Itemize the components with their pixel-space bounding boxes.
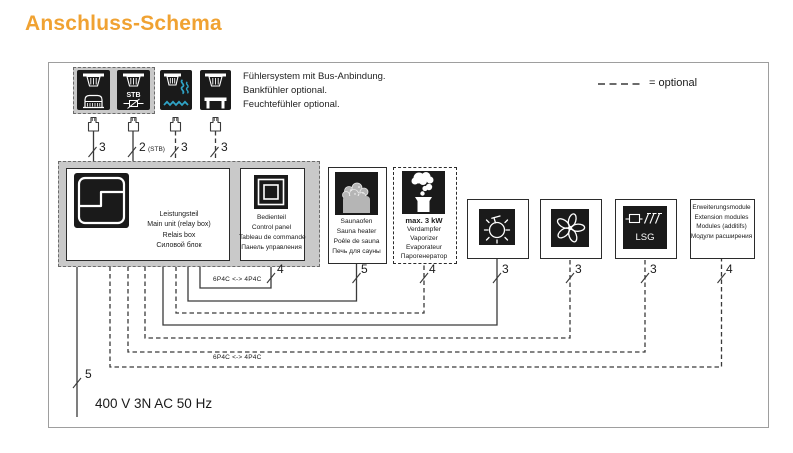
label-de: Bedienteil (257, 214, 286, 221)
label-fr: Modules (additifs) (696, 223, 747, 231)
plug-icon (127, 116, 139, 132)
legend-optional-label: = optional (649, 77, 698, 89)
main-unit-labels: Leistungsteil Main unit (relay box) Rela… (134, 210, 224, 252)
label-en: Extension modules (694, 213, 749, 221)
lsg-icon: LSG (623, 206, 667, 249)
wire-count-power: 5 (85, 367, 92, 381)
control-panel-labels: Bedienteil Control panel Tableau de comm… (239, 213, 306, 253)
label-en: Vaporizer (410, 235, 438, 242)
label-ru: Панель управления (241, 244, 302, 251)
wire-count-extension-modules: 4 (726, 262, 733, 276)
cable-type-extension: 6P4C <-> 4P4C (213, 354, 262, 361)
note-line: Feuchtefühler optional. (243, 98, 340, 110)
label-ru: Модули расширения (690, 232, 753, 240)
stb-icon-label: STB (127, 92, 141, 99)
sensor-notes: Fühlersystem mit Bus-Anbindung. Bankfühl… (243, 70, 386, 111)
label-ru: Печь для сауны (332, 248, 381, 255)
label-ru: Силовой блок (156, 242, 202, 250)
wire-count-vaporizer: 4 (429, 262, 436, 276)
stb-sensor-icon: STB (117, 70, 150, 110)
wire-count-fan: 3 (575, 262, 582, 276)
label-de: Erweiterungsmodule (692, 204, 751, 211)
sauna-heater-icon (335, 172, 378, 215)
label-de: Verdampfer (406, 226, 442, 233)
label-ru: Парогенератор (400, 253, 448, 260)
vaporizer-icon (402, 171, 445, 214)
label-de: Leistungsteil (159, 211, 199, 218)
wire-note-stb: (STB) (148, 146, 165, 153)
relay-box-icon (74, 173, 129, 228)
plug-icon (87, 116, 100, 132)
vaporizer-labels: max. 3 kW Verdampfer Vaporizer Evaporate… (392, 216, 456, 261)
label-fr: Relais box (162, 231, 196, 239)
wire-count-lsg: 3 (650, 262, 657, 276)
light-icon (479, 209, 515, 245)
fan-icon (551, 209, 589, 247)
cable-type-control-panel: 6P4C <-> 4P4C (213, 276, 262, 283)
plug-icon (209, 116, 222, 132)
wire-count-control-panel: 4 (277, 262, 284, 276)
note-line: Fühlersystem mit Bus-Anbindung. (243, 71, 386, 82)
label-fr: Tableau de commande (239, 234, 306, 241)
plug-icon (169, 116, 182, 132)
wire-count-bench-sensor: 3 (221, 140, 228, 154)
extension-modules-labels: Erweiterungsmodule Extension modules Mod… (690, 203, 753, 241)
wire-count-oven-sensor: 3 (99, 140, 106, 154)
note-line: Bankfühler optional. (243, 84, 327, 96)
control-panel-icon (254, 175, 288, 209)
label-en: Control panel (251, 224, 292, 231)
lsg-icon-label: LSG (635, 232, 654, 243)
extension-modules-box (690, 199, 755, 259)
bench-sensor-icon (200, 70, 231, 110)
sauna-heater-labels: Saunaofen Sauna heater Poêle de sauna Пе… (327, 217, 386, 257)
wire-count-humidity-sensor: 3 (181, 140, 188, 154)
wire-count-light: 3 (502, 262, 509, 276)
label-en: Main unit (relay box) (147, 221, 211, 229)
label-fr: Evaporateur (406, 244, 442, 251)
wire-count-stb-sensor: 2 (139, 140, 146, 154)
label-en: Sauna heater (336, 228, 377, 235)
humidity-sensor-icon (160, 70, 192, 110)
wire-count-sauna-heater: 5 (361, 262, 368, 276)
label-de: Saunaofen (340, 218, 373, 225)
power-supply-label: 400 V 3N AC 50 Hz (95, 396, 213, 411)
vaporizer-rating: max. 3 kW (405, 216, 443, 225)
page-title: Anschluss-Schema (25, 12, 222, 35)
label-fr: Poêle de sauna (333, 238, 380, 245)
oven-sensor-icon (77, 70, 110, 110)
